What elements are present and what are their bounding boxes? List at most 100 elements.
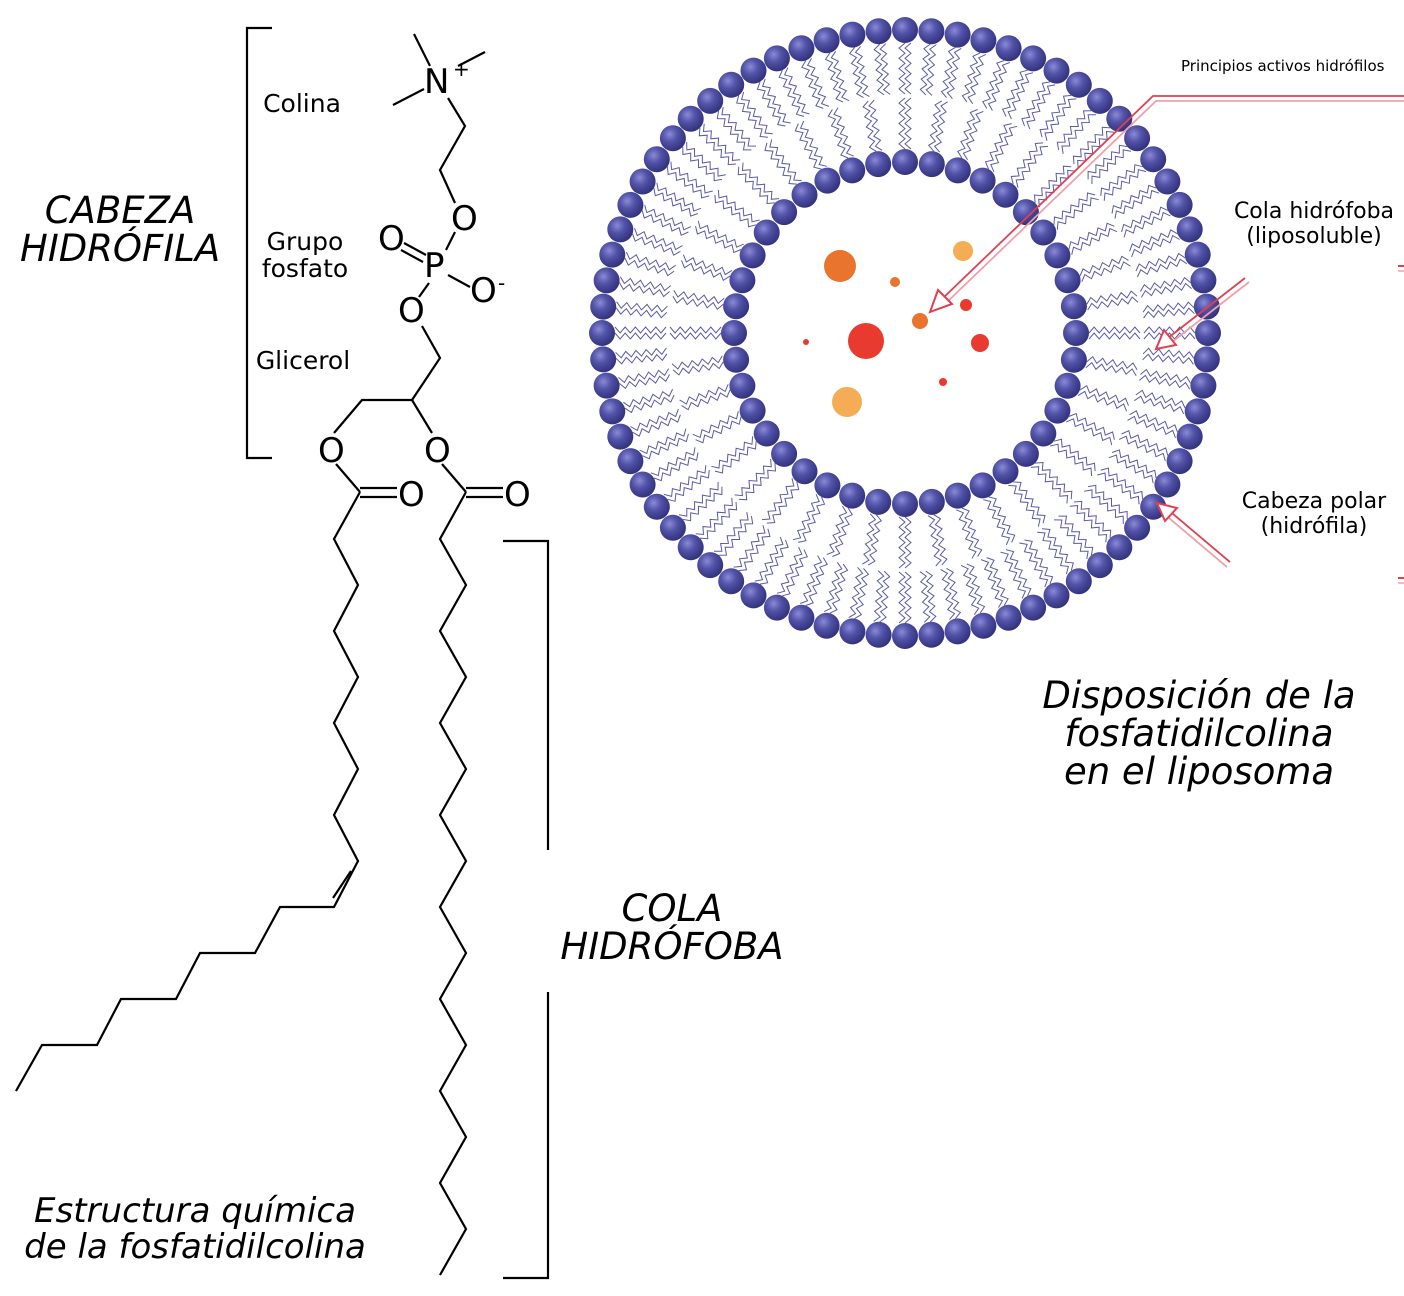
lipid-tail (714, 194, 757, 228)
lipid-tail (692, 411, 739, 439)
lipid-tail (933, 514, 948, 566)
lipid-tail (632, 414, 681, 437)
lipid-tail (1129, 229, 1178, 252)
lipid-head (763, 45, 790, 72)
lipid-tail (946, 47, 962, 100)
lipid-tail (698, 127, 737, 166)
lipid-head (969, 472, 996, 499)
lipid-tail (1042, 528, 1074, 571)
lipid-tail (1058, 515, 1094, 556)
lipid-tail (1135, 389, 1186, 409)
liposome-tails (614, 42, 1196, 624)
lipid-head (791, 458, 818, 485)
lipid-tail (1030, 466, 1069, 504)
lipid-head (1030, 420, 1057, 447)
lipid-head (944, 618, 971, 645)
pointer-arrows (928, 95, 1404, 584)
lipid-head (1086, 552, 1113, 579)
lipid-tail (653, 452, 699, 482)
lipid-head (865, 18, 892, 45)
lipid-tail (1056, 110, 1092, 150)
lipid-tail (1140, 368, 1192, 384)
structure-caption: Estructura química de la fosfatidilcolin… (10, 1193, 380, 1265)
lipid-tail (1053, 519, 1089, 560)
lipid-tail (1053, 438, 1096, 472)
head-arrow-head (1155, 501, 1179, 523)
lipid-tail (1005, 549, 1032, 597)
lipid-tail (682, 254, 733, 276)
lipid-head (659, 125, 686, 152)
lipid-head (1193, 346, 1220, 373)
lipid-tail (799, 120, 827, 167)
lipid-tail (1121, 206, 1169, 233)
lipid-head (723, 346, 750, 373)
oxygen-atom-carbonyl-left: O (398, 475, 425, 515)
lipid-head (1154, 471, 1181, 498)
lipid-tail (1111, 449, 1157, 479)
lipid-tail (862, 513, 877, 565)
lipid-tail (1091, 149, 1132, 185)
lipid-tail (933, 101, 948, 153)
liposome-caption: Disposición de la fosfatidilcolina en el… (1020, 677, 1378, 791)
lipid-tail (1026, 84, 1056, 130)
lipid-head (1176, 216, 1203, 243)
lipid-tail (641, 433, 689, 460)
tail-annotation: Cola hidrófoba (liposoluble) (1226, 199, 1402, 249)
lipid-tail (1100, 164, 1143, 196)
lipid-head (697, 552, 724, 579)
lipid-tail (721, 106, 757, 147)
lipid-tail (898, 516, 906, 569)
lipid-tail (1100, 467, 1144, 500)
tail-label-line1: COLA (621, 887, 723, 930)
head-arrow-line (1171, 512, 1231, 563)
drop (803, 339, 809, 345)
lipid-head (599, 398, 626, 425)
lipid-head (740, 57, 767, 84)
lipid-tail (681, 260, 731, 282)
lipid-tail (988, 496, 1016, 543)
lipid-tail (940, 568, 956, 620)
lipid-head (729, 372, 756, 399)
lipid-head (970, 612, 997, 639)
lipid-tail (679, 384, 729, 405)
lipid-head (892, 149, 918, 175)
lipid-tail (615, 353, 668, 365)
tail-arrow-line (1167, 277, 1246, 339)
lipid-tail (1035, 461, 1073, 500)
lipid-tail (801, 60, 824, 109)
grupo-fosfato-line2: fosfato (261, 254, 349, 283)
lipid-head (1044, 242, 1071, 269)
tail-annotation-line2: (liposoluble) (1246, 224, 1382, 249)
lipid-head (723, 293, 750, 320)
oxygen-atom-ester-left: O (318, 431, 345, 471)
lipid-tail (678, 481, 719, 517)
lipid-head (1063, 320, 1089, 346)
lipid-head (892, 17, 918, 43)
actives-label: Principios activos hidrófilos (1181, 57, 1385, 75)
grupo-fosfato-line1: Grupo (266, 227, 344, 256)
lipid-tail (734, 458, 772, 497)
oxygen-atom-double: O (378, 219, 405, 259)
lipid-tail (982, 60, 1005, 109)
lipid-tail (980, 559, 1004, 608)
lipid-tail (966, 563, 986, 614)
lipid-tail (666, 166, 710, 199)
lipid-tail (733, 525, 766, 568)
lipid-head (839, 157, 866, 184)
lipid-head (1106, 534, 1133, 561)
head-bracket (245, 26, 272, 460)
lipid-tail (1024, 539, 1054, 585)
lipid-tail (1131, 234, 1180, 258)
nitrogen-atom: N (424, 62, 449, 102)
lipid-tail (830, 51, 850, 102)
lipid-tail (940, 46, 956, 98)
drop (848, 323, 884, 359)
lipid-tail (1143, 332, 1196, 340)
lipid-tail (1129, 410, 1178, 433)
drop (971, 334, 989, 352)
lipid-tail (1079, 255, 1129, 277)
lipid-tail (1134, 395, 1185, 415)
lipid-tail (956, 509, 977, 559)
lipid-head (629, 471, 656, 498)
liposome-caption-line1: Disposición de la (1042, 674, 1356, 717)
